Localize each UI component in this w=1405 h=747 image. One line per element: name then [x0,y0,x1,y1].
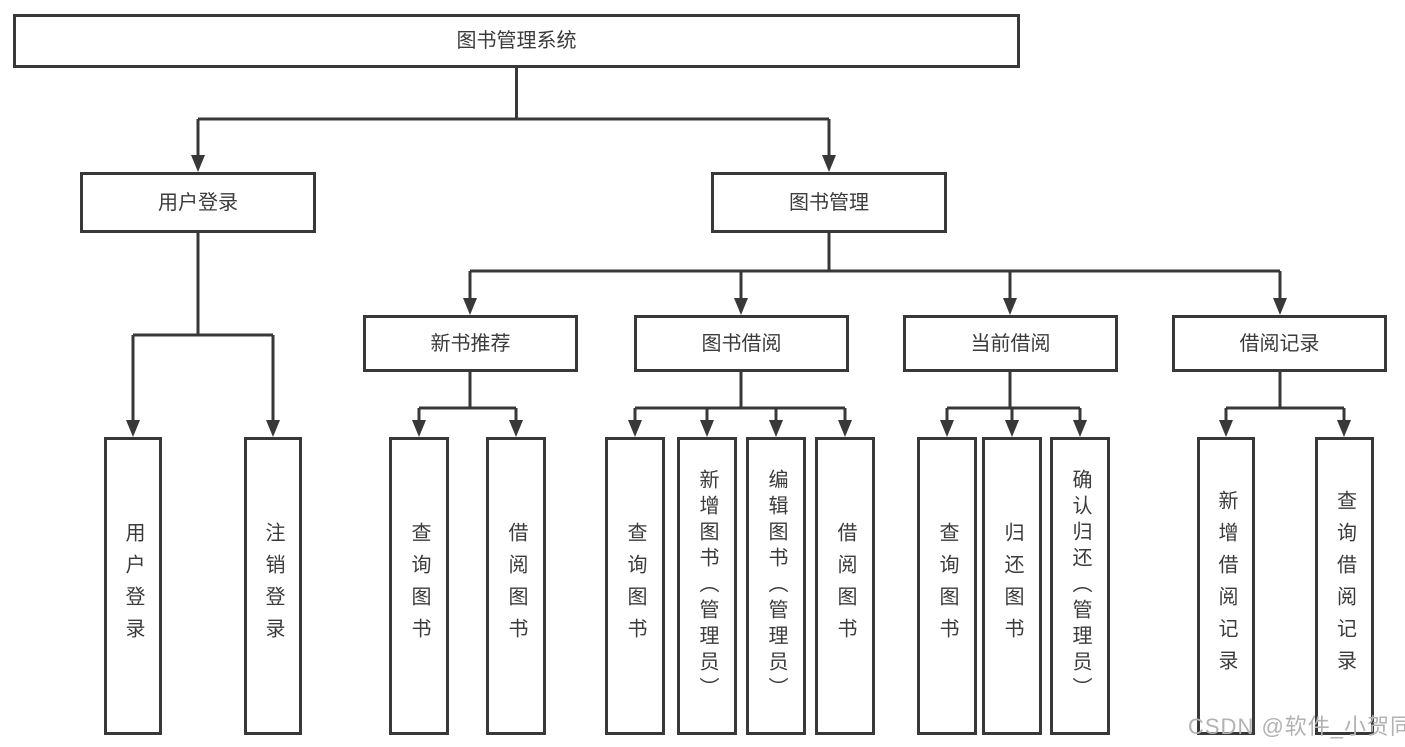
node-library-system-label: 图书管理系统 [456,30,577,52]
leaf-query-borrow-record: 查询借阅记录 [1315,437,1374,735]
node-user-login-label: 用户登录 [158,191,238,214]
node-current-borrow-label: 当前借阅 [970,332,1051,355]
leaf-query-borrow-record-label: 查询借阅记录 [1333,490,1356,682]
leaf-borrow-query-books-label: 查询图书 [624,522,646,650]
leaf-borrow-query-books: 查询图书 [605,437,665,735]
leaf-return-books: 归还图书 [982,437,1042,735]
leaf-current-query-books: 查询图书 [917,437,977,735]
leaf-current-query-books-label: 查询图书 [936,522,958,650]
leaf-recommend-query-books-label: 查询图书 [408,522,430,650]
node-new-book-recommend-label: 新书推荐 [430,332,511,355]
node-book-borrow: 图书借阅 [634,315,849,372]
leaf-logout-label: 注销登录 [262,522,284,650]
node-borrow-records: 借阅记录 [1172,315,1387,372]
node-current-borrow: 当前借阅 [903,315,1118,372]
leaf-confirm-return-admin: 确认归还（管理员） [1050,437,1110,735]
leaf-user-login: 用户登录 [104,437,162,735]
leaf-recommend-borrow-books: 借阅图书 [486,437,546,735]
leaf-add-books-admin-label: 新增图书（管理员） [696,469,718,703]
node-borrow-records-label: 借阅记录 [1239,332,1320,355]
node-user-login: 用户登录 [80,172,316,233]
leaf-recommend-borrow-books-label: 借阅图书 [505,522,527,650]
leaf-edit-books-admin-label: 编辑图书（管理员） [765,469,787,703]
leaf-add-books-admin: 新增图书（管理员） [677,437,737,735]
node-book-management-label: 图书管理 [789,191,869,214]
leaf-add-borrow-record-label: 新增借阅记录 [1215,490,1237,682]
node-book-management: 图书管理 [711,172,947,233]
leaf-borrow-books: 借阅图书 [815,437,875,735]
leaf-recommend-query-books: 查询图书 [389,437,449,735]
node-book-borrow-label: 图书借阅 [701,332,782,355]
leaf-logout: 注销登录 [244,437,302,735]
leaf-add-borrow-record: 新增借阅记录 [1197,437,1255,735]
leaf-user-login-label: 用户登录 [122,522,144,650]
leaf-edit-books-admin: 编辑图书（管理员） [746,437,806,735]
arrowheads [126,155,1351,437]
leaf-borrow-books-label: 借阅图书 [834,522,856,650]
leaf-return-books-label: 归还图书 [1001,522,1023,650]
leaf-confirm-return-admin-label: 确认归还（管理员） [1069,469,1091,703]
node-library-system: 图书管理系统 [13,14,1020,68]
node-new-book-recommend: 新书推荐 [363,315,578,372]
csdn-watermark: CSDN @软件_小贺同学 [1188,714,1405,739]
